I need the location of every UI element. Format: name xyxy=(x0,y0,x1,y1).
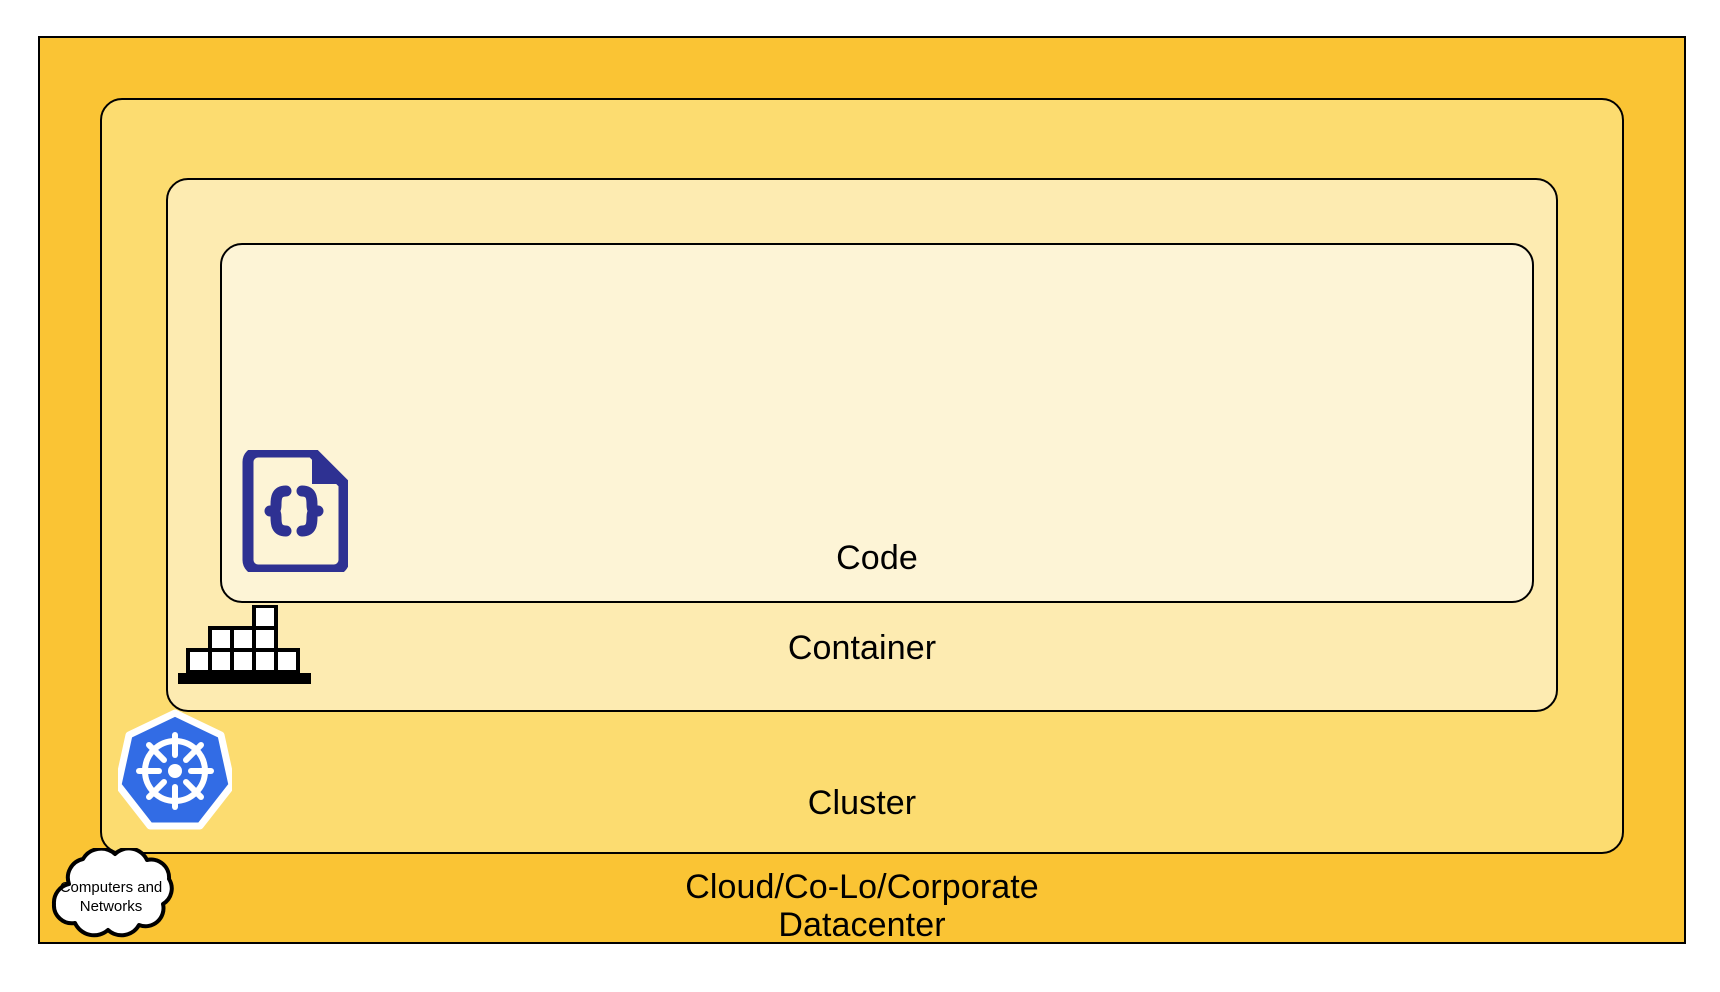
layer-code[interactable] xyxy=(220,243,1534,603)
cloud-shape-icon xyxy=(51,848,174,938)
label-datacenter: Cloud/Co-Lo/Corporate Datacenter xyxy=(38,868,1686,945)
label-datacenter-line2: Datacenter xyxy=(778,906,946,945)
label-cluster: Cluster xyxy=(807,784,917,822)
code-document-icon xyxy=(240,446,350,576)
label-code: Code xyxy=(836,539,918,577)
container-boxes-icon xyxy=(178,604,311,688)
kubernetes-icon xyxy=(114,709,236,831)
label-datacenter-line1: Cloud/Co-Lo/Corporate xyxy=(685,868,1039,906)
cloud-callout[interactable]: Computers and Networks xyxy=(35,848,187,946)
label-container: Container xyxy=(787,629,937,667)
